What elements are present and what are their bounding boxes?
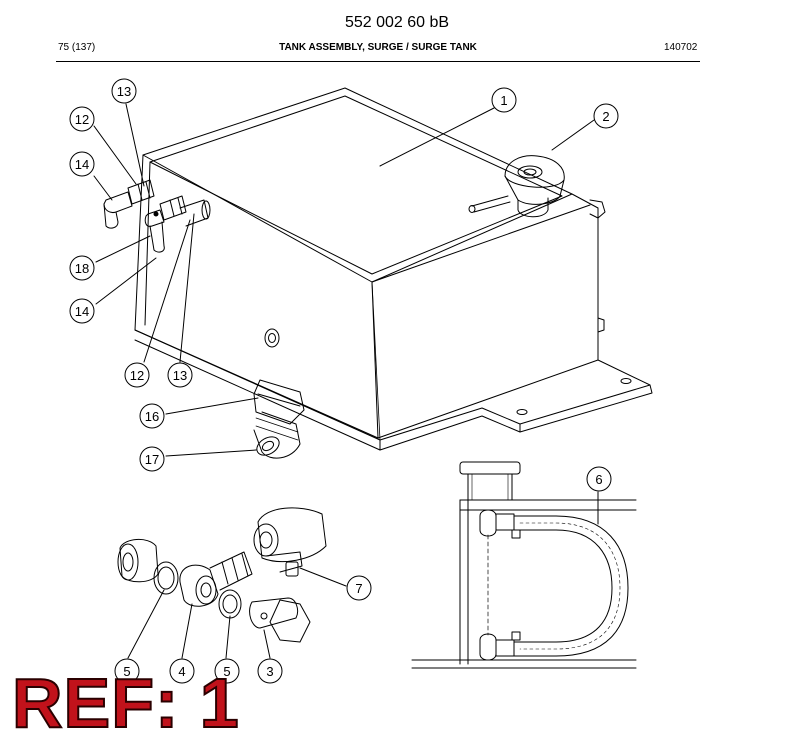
svg-text:5: 5 bbox=[223, 664, 230, 679]
surge-tank bbox=[103, 87, 653, 459]
svg-text:6: 6 bbox=[595, 472, 602, 487]
svg-text:16: 16 bbox=[145, 409, 159, 424]
svg-text:1: 1 bbox=[500, 93, 507, 108]
svg-text:13: 13 bbox=[173, 368, 187, 383]
callout-16: 16 bbox=[139, 403, 165, 429]
svg-text:7: 7 bbox=[355, 581, 362, 596]
document-number: 552 002 60 bB bbox=[344, 14, 450, 31]
callout-17: 17 bbox=[139, 446, 165, 472]
svg-text:12: 12 bbox=[130, 368, 144, 383]
callout-13-top: 13 bbox=[111, 78, 137, 104]
svg-text:3: 3 bbox=[266, 664, 273, 679]
svg-text:14: 14 bbox=[75, 304, 89, 319]
ref-stamp: REF: 1 bbox=[11, 664, 240, 742]
callout-7: 7 bbox=[346, 575, 372, 601]
svg-text:4: 4 bbox=[178, 664, 185, 679]
callout-6: 6 bbox=[586, 466, 612, 492]
callout-3: 3 bbox=[257, 658, 283, 684]
callout-5-left: 5 bbox=[114, 658, 140, 684]
date-code: 140702 bbox=[664, 42, 698, 53]
leader-lines bbox=[93, 103, 599, 659]
callout-13-bottom: 13 bbox=[167, 362, 193, 388]
callout-1: 1 bbox=[491, 87, 517, 113]
svg-text:13: 13 bbox=[117, 84, 131, 99]
header-rule bbox=[56, 61, 700, 62]
callout-12-top: 12 bbox=[69, 106, 95, 132]
svg-text:12: 12 bbox=[75, 112, 89, 127]
hose-detail bbox=[411, 461, 637, 669]
callout-18: 18 bbox=[69, 255, 95, 281]
svg-text:5: 5 bbox=[123, 664, 130, 679]
svg-text:18: 18 bbox=[75, 261, 89, 276]
callout-14-top: 14 bbox=[69, 151, 95, 177]
svg-text:17: 17 bbox=[145, 452, 159, 467]
callout-2: 2 bbox=[593, 103, 619, 129]
svg-text:2: 2 bbox=[602, 109, 609, 124]
callout-5-right: 5 bbox=[214, 658, 240, 684]
callout-12-bottom: 12 bbox=[124, 362, 150, 388]
callout-14-bottom: 14 bbox=[69, 298, 95, 324]
callout-4: 4 bbox=[169, 658, 195, 684]
svg-text:14: 14 bbox=[75, 157, 89, 172]
page-number: 75 (137) bbox=[58, 42, 96, 53]
page-title: TANK ASSEMBLY, SURGE / SURGE TANK bbox=[279, 42, 477, 53]
